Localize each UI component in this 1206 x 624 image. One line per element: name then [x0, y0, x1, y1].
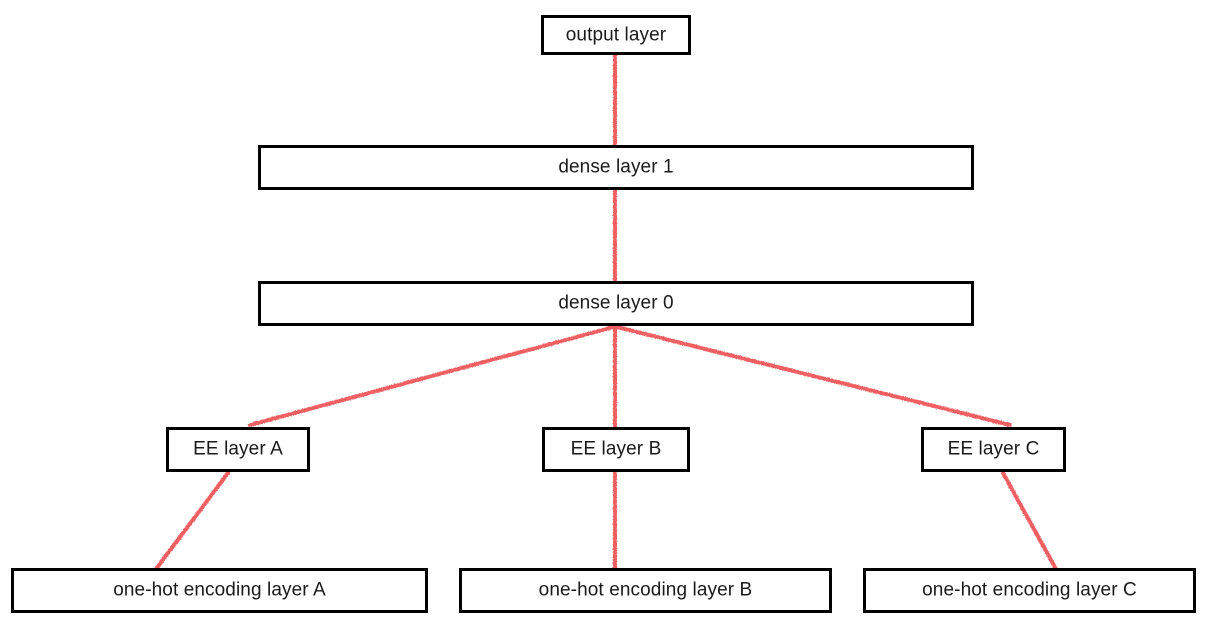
node-label: dense layer 0 [558, 292, 674, 314]
node-label: one-hot encoding layer A [113, 579, 326, 601]
node-dense-layer-1[interactable]: dense layer 1 [258, 145, 974, 190]
node-label: one-hot encoding layer C [922, 579, 1137, 601]
node-label: EE layer A [193, 438, 283, 460]
connector-edge-onehota-to-eea [154, 471, 230, 571]
node-output-layer[interactable]: output layer [541, 15, 691, 55]
node-label: output layer [565, 24, 667, 45]
node-label: dense layer 1 [558, 156, 674, 178]
node-label: one-hot encoding layer B [538, 579, 753, 601]
node-ee-layer-b[interactable]: EE layer B [542, 427, 690, 472]
node-ee-layer-a[interactable]: EE layer A [166, 427, 310, 472]
node-one-hot-layer-b[interactable]: one-hot encoding layer B [459, 568, 832, 613]
connector-edge-eec-to-dense0 [615, 325, 1012, 427]
connector-edge-onehotc-to-eec [1001, 471, 1058, 571]
connector-edge-eea-to-dense0 [248, 325, 616, 427]
node-ee-layer-c[interactable]: EE layer C [921, 427, 1066, 472]
node-one-hot-layer-c[interactable]: one-hot encoding layer C [863, 568, 1196, 613]
node-dense-layer-0[interactable]: dense layer 0 [258, 281, 974, 326]
node-label: EE layer B [570, 438, 662, 460]
node-label: EE layer C [947, 438, 1040, 460]
node-one-hot-layer-a[interactable]: one-hot encoding layer A [11, 568, 428, 613]
